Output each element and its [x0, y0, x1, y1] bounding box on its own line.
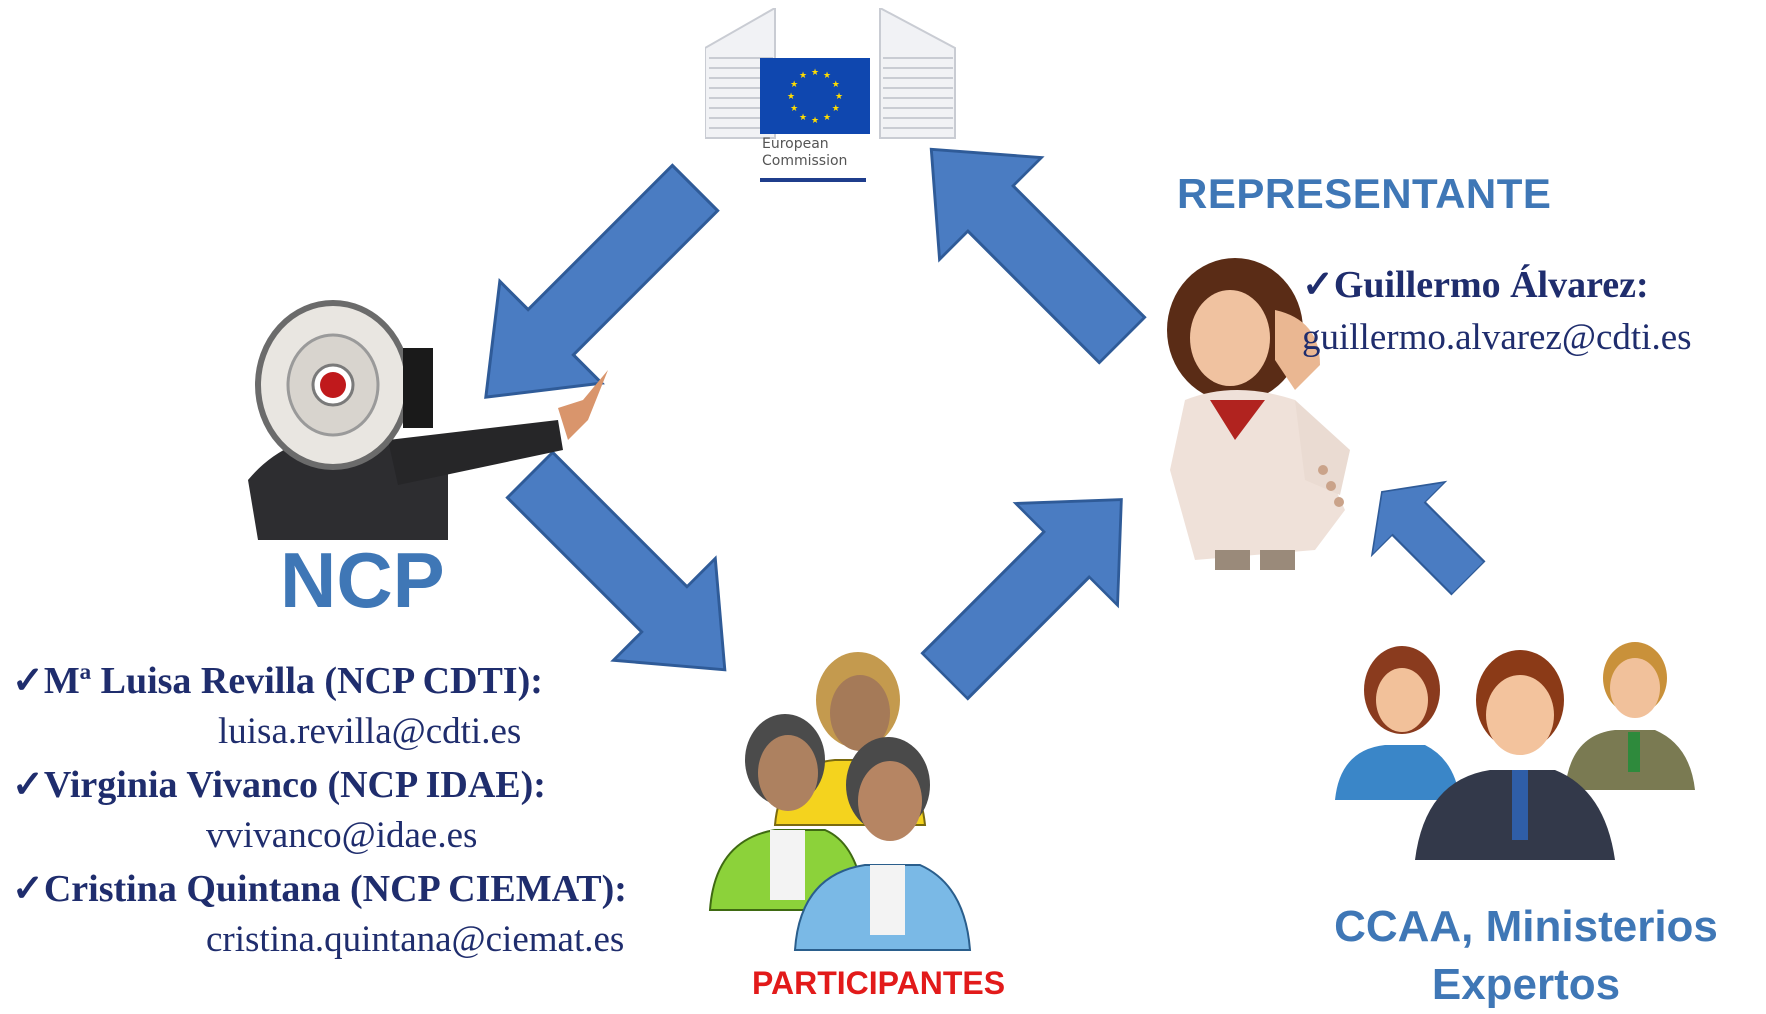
- eu-stars-icon: ★★★★★★★★★★★★: [787, 68, 843, 126]
- experts-title-line1: CCAA, Ministerios: [1334, 902, 1718, 951]
- eu-star: ★: [832, 104, 840, 114]
- check-icon: ✓: [12, 660, 44, 702]
- eu-star: ★: [799, 71, 807, 81]
- eu-star: ★: [811, 116, 819, 126]
- representante-name: ✓Guillermo Álvarez:: [1302, 264, 1649, 306]
- participantes-title: PARTICIPANTES: [752, 965, 1006, 1001]
- eu-star: ★: [823, 71, 831, 81]
- eu-star: ★: [823, 113, 831, 123]
- ec-caption-line1: European: [762, 136, 829, 152]
- eu-star: ★: [832, 80, 840, 90]
- ncp-contact-name: ✓Virginia Vivanco (NCP IDAE):: [12, 764, 546, 806]
- person-icon-man-navy: [1415, 650, 1615, 860]
- experts-group-image: [1335, 642, 1695, 860]
- person-icon-man-olive: [1565, 642, 1695, 790]
- experts-title: CCAA, Ministerios Expertos: [1316, 898, 1736, 1014]
- representante-email: guillermo.alvarez@cdti.es: [1302, 317, 1692, 358]
- participants-group-image: [708, 652, 972, 951]
- representante-title: REPRESENTANTE: [1177, 170, 1552, 217]
- listening-woman-image: [1167, 258, 1350, 570]
- european-commission-logo: ★★★★★★★★★★★★: [705, 8, 956, 139]
- ec-caption-line2: Commission: [762, 153, 848, 169]
- ncp-title: NCP: [280, 536, 445, 624]
- person-icon-blue: [793, 737, 972, 951]
- check-icon: ✓: [12, 764, 44, 806]
- ec-caption: European Commission: [762, 136, 902, 170]
- eu-star: ★: [790, 104, 798, 114]
- ncp-contact-email: cristina.quintana@ciemat.es: [206, 919, 625, 960]
- experts-title-line2: Expertos: [1431, 960, 1621, 1009]
- megaphone-man-image: [248, 300, 608, 540]
- person-icon-woman: [1335, 646, 1460, 800]
- eu-star: ★: [811, 68, 819, 78]
- ncp-contact-email: vvivanco@idae.es: [206, 815, 478, 856]
- eu-star: ★: [787, 92, 795, 102]
- check-icon: ✓: [12, 868, 44, 910]
- ncp-contact-name: ✓Cristina Quintana (NCP CIEMAT):: [12, 868, 627, 910]
- eu-star: ★: [790, 80, 798, 90]
- check-icon: ✓: [1302, 264, 1334, 306]
- ec-underline: [760, 178, 866, 182]
- ncp-contact-email: luisa.revilla@cdti.es: [218, 711, 522, 752]
- eu-star: ★: [799, 113, 807, 123]
- ncp-contact-name: ✓Mª Luisa Revilla (NCP CDTI):: [12, 660, 543, 702]
- eu-flag: [760, 58, 870, 134]
- eu-star: ★: [835, 92, 843, 102]
